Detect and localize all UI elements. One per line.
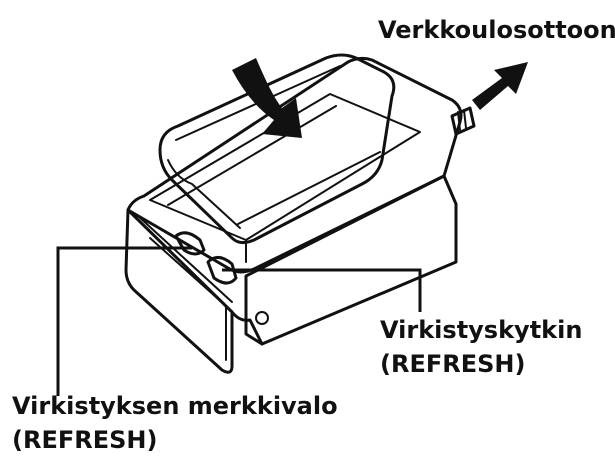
refresh-switch [206,256,238,285]
insert-direction-arrow [232,58,302,138]
battery-pack [158,53,396,245]
power-connector [450,106,476,136]
side-screw [255,311,269,325]
refresh-switch-label-line2: (REFRESH) [380,350,525,378]
outlet-direction-arrow [472,62,528,110]
refresh-controls [174,231,238,285]
lamp-leader-line [56,246,192,396]
refresh-switch-label-line1: Virkistyskytkin [380,316,582,344]
switch-leader-line [222,268,422,312]
refresh-lamp-label-line2: (REFRESH) [12,426,157,454]
refresh-lamp-label-line1: Virkistyksen merkkivalo [12,392,338,420]
power-outlet-label: Verkkoulosottoon [378,16,615,44]
refresh-lamp [174,231,206,256]
